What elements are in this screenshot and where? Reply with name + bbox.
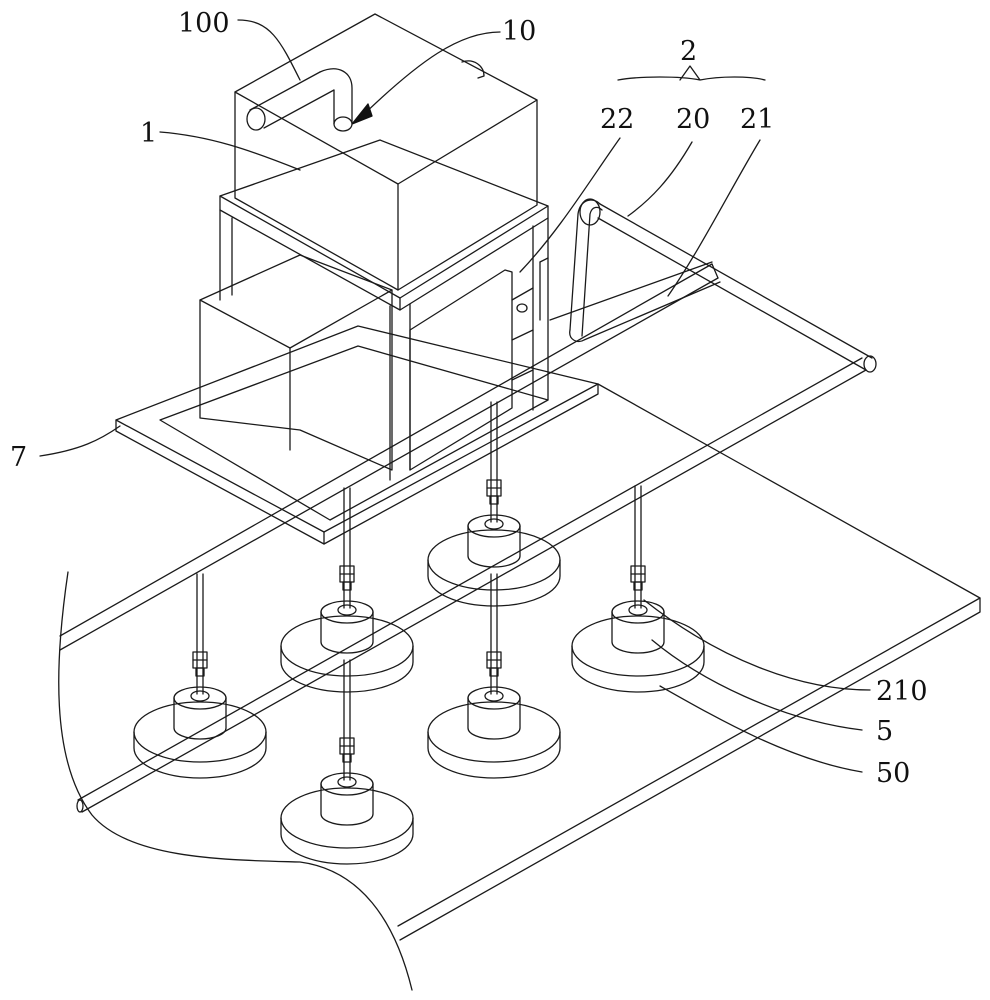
- suction-unit-3: [427, 401, 561, 607]
- cylinder-body: [320, 783, 374, 826]
- label-20: 20: [676, 104, 710, 135]
- label-10: 10: [502, 16, 536, 47]
- coupling-collar: [342, 753, 352, 763]
- suction-cup-top: [427, 529, 561, 591]
- suction-cup-rim: [427, 559, 561, 607]
- suction-cup-top: [427, 701, 561, 763]
- label-2: 2: [680, 36, 697, 67]
- cylinder-top: [467, 686, 521, 710]
- rail-left: [59, 263, 719, 651]
- cylinder-hub: [484, 690, 504, 702]
- cylinder-body: [467, 697, 521, 740]
- suction-unit-6: [571, 485, 705, 693]
- base-plate: [115, 325, 599, 545]
- cylinder-hub: [337, 776, 357, 788]
- cylinder-top: [467, 514, 521, 538]
- coupling-collar: [342, 581, 352, 591]
- label-5: 5: [876, 716, 893, 747]
- coupling-collar: [489, 667, 499, 677]
- cylinder-top: [611, 600, 665, 624]
- rail-right: [76, 357, 867, 813]
- reference-labels: 100 10 2 22 20 21 1 7 210 5 50: [10, 8, 928, 789]
- suction-unit-4: [280, 659, 414, 865]
- label-21: 21: [740, 104, 774, 135]
- label-50: 50: [876, 758, 910, 789]
- cylinder-body: [611, 611, 665, 654]
- cylinder-top: [320, 772, 374, 796]
- suction-cup-rim: [280, 645, 414, 693]
- label-100: 100: [178, 8, 230, 39]
- cylinder-hub: [190, 690, 210, 702]
- leader-lines: [39, 19, 871, 773]
- suction-unit-group: [133, 401, 705, 865]
- suction-unit-1: [133, 573, 267, 779]
- cylinder-body: [173, 697, 227, 740]
- suction-cup-rim: [427, 731, 561, 779]
- label-1: 1: [140, 118, 157, 149]
- suction-cup-top: [280, 787, 414, 849]
- suction-cup-top: [571, 615, 705, 677]
- supply-pipe: [549, 198, 877, 373]
- cylinder-hub: [628, 604, 648, 616]
- suction-unit-2: [280, 487, 414, 693]
- suction-cup-rim: [133, 731, 267, 779]
- coupling-collar: [195, 667, 205, 677]
- cylinder-top: [320, 600, 374, 624]
- coupling-collar: [489, 495, 499, 505]
- cylinder-body: [320, 611, 374, 654]
- suction-unit-5: [427, 573, 561, 779]
- cylinder-top: [173, 686, 227, 710]
- label-7: 7: [10, 442, 27, 473]
- upper-box: [234, 13, 538, 291]
- coupling-collar: [633, 581, 643, 591]
- suction-cup-rim: [280, 817, 414, 865]
- label-22: 22: [600, 104, 634, 135]
- cylinder-hub: [484, 518, 504, 530]
- label-210: 210: [876, 676, 928, 707]
- support-frame: [219, 139, 549, 481]
- ground-plate: [58, 383, 981, 991]
- cylinder-body: [467, 525, 521, 568]
- lower-box: [199, 254, 393, 471]
- suction-cup-top: [280, 615, 414, 677]
- suction-cup-top: [133, 701, 267, 763]
- cylinder-hub: [337, 604, 357, 616]
